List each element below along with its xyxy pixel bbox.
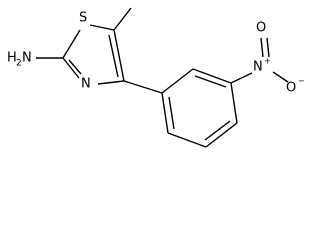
bond-s-c2 <box>62 29 81 59</box>
sulfur-atom-label: S <box>79 11 87 26</box>
nitro-oxygen-charge: − <box>298 77 305 86</box>
bond-n-o-right <box>272 71 289 83</box>
bond-ar-inner-1 <box>194 75 227 88</box>
bond-c4-c5 <box>113 29 125 82</box>
ring-nitrogen-atom-label: N <box>81 77 91 92</box>
bond-ar-5 <box>167 132 207 148</box>
bond-c2-n3-inner <box>68 59 82 75</box>
bond-n3-c4 <box>97 80 125 85</box>
bond-s-c5 <box>89 24 115 31</box>
bond-c5-methyl <box>113 7 132 31</box>
bond-ar-inner-3 <box>168 96 175 130</box>
bond-ar-1 <box>161 68 194 94</box>
nitro-oxygen-top-label: O <box>256 21 266 36</box>
amine-h-count-label: 2 <box>16 59 22 69</box>
bond-ar-2 <box>192 68 232 84</box>
bond-ar-nitro-n <box>230 72 253 84</box>
bond-c4-c5-inner <box>108 34 119 78</box>
nitro-oxygen-right-label: O <box>286 81 296 96</box>
bond-c4-phenyl <box>123 80 163 94</box>
amine-nitrogen-label: N <box>22 51 32 66</box>
nitro-nitrogen-charge: + <box>264 57 271 66</box>
bond-ar-4 <box>205 122 238 148</box>
bond-c2-n3 <box>62 57 80 79</box>
bond-ar-inner-2 <box>204 120 231 141</box>
bond-n-o-top-2 <box>266 37 270 58</box>
amine-h-label: H <box>7 51 17 66</box>
bond-ar-6 <box>161 92 169 134</box>
bond-n-o-top <box>260 37 264 58</box>
bond-ar-3 <box>230 82 238 124</box>
nitro-nitrogen-label: N <box>253 60 263 75</box>
structure-diagram: S N H 2 N N + O O − <box>7 7 305 148</box>
